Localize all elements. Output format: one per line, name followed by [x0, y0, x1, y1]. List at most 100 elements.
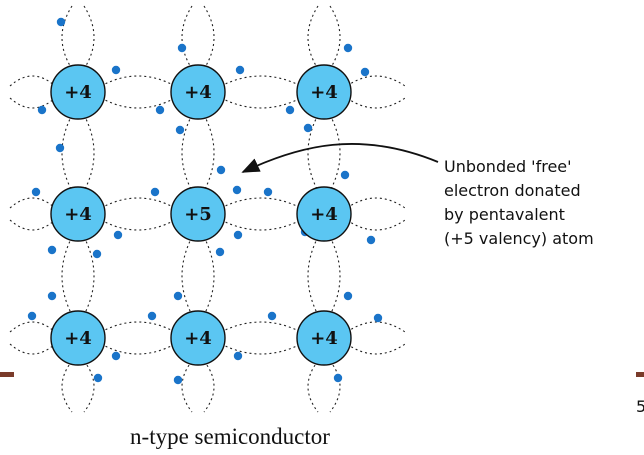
atom-label: +4	[64, 328, 92, 349]
silicon-atom: +4	[170, 310, 226, 366]
electron-dot	[93, 373, 103, 383]
bond-line	[329, 360, 341, 413]
bond-line	[203, 114, 215, 192]
bond-line	[83, 236, 95, 316]
annotation-line-1: Unbonded 'free'	[444, 157, 572, 176]
electron-dot	[343, 43, 353, 53]
bond-line	[329, 5, 341, 70]
electron-dot	[333, 373, 343, 383]
bond-line	[9, 197, 56, 209]
bond-line	[83, 114, 95, 192]
bond-line	[346, 219, 406, 231]
bond-line	[83, 360, 95, 413]
bond-line	[9, 75, 56, 87]
bond-line	[100, 343, 176, 355]
bond-line	[100, 219, 176, 231]
slide-accent-right	[636, 372, 644, 377]
electron-dot	[111, 351, 121, 361]
electron-dot	[233, 351, 243, 361]
bond-line	[220, 343, 302, 355]
bond-line	[203, 5, 215, 70]
electron-dot	[31, 187, 41, 197]
electron-dot	[150, 187, 160, 197]
bond-line	[9, 219, 56, 231]
electron-dot	[27, 311, 37, 321]
electron-dot	[47, 291, 57, 301]
atom-label: +4	[310, 328, 338, 349]
electron-dot	[303, 123, 313, 133]
electron-dot	[55, 143, 65, 153]
bond-line	[100, 75, 176, 87]
bond-line	[100, 97, 176, 109]
pentavalent-atom: +5	[170, 186, 226, 242]
bond-line	[329, 114, 341, 192]
electron-dot	[267, 311, 277, 321]
electron-dot	[47, 245, 57, 255]
bond-line	[346, 75, 406, 87]
annotation-line-4: (+5 valency) atom	[444, 229, 594, 248]
bond-line	[203, 236, 215, 316]
annotation-line-3: by pentavalent	[444, 205, 565, 224]
electron-dot	[343, 291, 353, 301]
bond-line	[203, 360, 215, 413]
electron-dot	[155, 105, 165, 115]
silicon-atom: +4	[50, 310, 106, 366]
electron-dot	[235, 65, 245, 75]
bond-line	[220, 219, 302, 231]
electron-dot	[37, 105, 47, 115]
free-electron-arrow	[241, 143, 439, 173]
bond-line	[346, 321, 406, 333]
bond-line	[329, 236, 341, 316]
annotation: Unbonded 'free' electron donated by pent…	[241, 143, 594, 248]
electron-dot	[175, 125, 185, 135]
bond-line	[9, 343, 56, 355]
bond-line	[220, 321, 302, 333]
bond-line	[307, 114, 319, 192]
bond-line	[220, 97, 302, 109]
bond-line	[307, 360, 319, 413]
bond-line	[61, 5, 73, 70]
annotation-line-2: electron donated	[444, 181, 581, 200]
atom-label: +4	[310, 82, 338, 103]
atom-label: +4	[184, 82, 212, 103]
atom-label: +4	[64, 204, 92, 225]
bond-line	[346, 343, 406, 355]
bond-lines	[9, 5, 406, 413]
bond-line	[61, 236, 73, 316]
electron-dot	[340, 170, 350, 180]
bond-line	[9, 321, 56, 333]
bond-line	[100, 197, 176, 209]
atom-label: +5	[184, 204, 212, 225]
electron-dot	[285, 105, 295, 115]
electrons	[27, 17, 383, 385]
bond-line	[61, 360, 73, 413]
silicon-atom: +4	[50, 64, 106, 120]
atoms: +4+4+4+4+5+4+4+4+4	[50, 64, 352, 366]
electron-dot	[147, 311, 157, 321]
bond-line	[100, 321, 176, 333]
electron-dot	[111, 65, 121, 75]
electron-dot	[360, 67, 370, 77]
bond-line	[83, 5, 95, 70]
atom-label: +4	[184, 328, 212, 349]
electron-dot	[173, 375, 183, 385]
bond-line	[346, 197, 406, 209]
electron-dot	[113, 230, 123, 240]
bond-line	[220, 197, 302, 209]
electron-dot	[263, 187, 273, 197]
silicon-atom: +4	[170, 64, 226, 120]
bond-line	[307, 5, 319, 70]
electron-dot	[173, 291, 183, 301]
bond-line	[181, 114, 193, 192]
caption: n-type semiconductor	[130, 424, 330, 449]
bond-line	[9, 97, 56, 109]
electron-dot	[215, 247, 225, 257]
atom-label: +4	[64, 82, 92, 103]
bond-line	[307, 236, 319, 316]
electron-dot	[366, 235, 376, 245]
silicon-atom: +4	[50, 186, 106, 242]
edge-glyph: 5	[636, 397, 644, 416]
electron-dot	[373, 313, 383, 323]
electron-dot	[177, 43, 187, 53]
bond-line	[181, 5, 193, 70]
